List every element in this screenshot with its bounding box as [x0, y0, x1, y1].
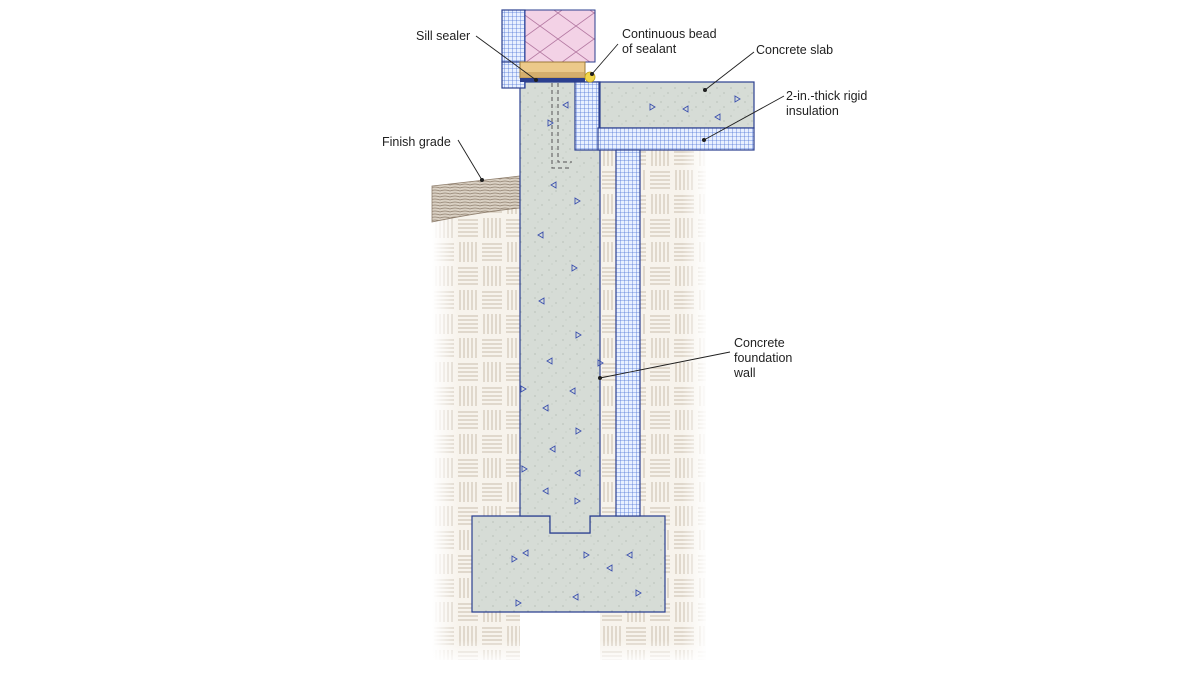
concrete-aggregate-marks	[511, 95, 741, 607]
aggregate-mark	[574, 469, 581, 477]
label-bead-line1: Continuous bead	[622, 27, 717, 41]
callout-rigid-insulation: 2-in.-thick rigid insulation	[702, 89, 867, 142]
aggregate-mark	[522, 549, 529, 557]
aggregate-mark	[734, 95, 741, 103]
callout-foundation-wall: Concrete foundation wall	[598, 336, 792, 380]
aggregate-mark	[562, 101, 569, 109]
label-concrete-slab: Concrete slab	[756, 43, 833, 57]
aggregate-mark	[550, 181, 557, 189]
label-insulation-line2: insulation	[786, 104, 839, 118]
aggregate-mark	[574, 197, 581, 205]
aggregate-mark	[682, 105, 689, 113]
aggregate-mark	[574, 497, 581, 505]
concrete-slab	[597, 81, 755, 129]
aggregate-mark	[575, 427, 582, 435]
callout-finish-grade: Finish grade	[382, 135, 484, 182]
aggregate-mark	[714, 113, 721, 121]
callout-continuous-bead: Continuous bead of sealant	[590, 27, 717, 76]
aggregate-mark	[572, 593, 579, 601]
label-wall-line3: wall	[733, 366, 756, 380]
aggregate-mark	[649, 103, 656, 111]
callout-concrete-slab: Concrete slab	[703, 43, 833, 92]
callout-sill-sealer: Sill sealer	[416, 29, 538, 82]
aggregate-mark	[635, 589, 642, 597]
aggregate-mark	[538, 297, 545, 305]
aggregate-mark	[542, 404, 549, 412]
label-sill-sealer: Sill sealer	[416, 29, 470, 43]
aggregate-mark	[606, 564, 613, 572]
aggregate-mark	[520, 385, 527, 393]
aggregate-mark	[542, 487, 549, 495]
aggregate-mark	[537, 231, 544, 239]
aggregate-mark	[569, 387, 576, 395]
concrete-foundation-wall	[519, 81, 601, 534]
label-finish-grade: Finish grade	[382, 135, 451, 149]
aggregate-mark	[583, 551, 590, 559]
aggregate-mark	[521, 465, 528, 473]
label-bead-line2: of sealant	[622, 42, 677, 56]
aggregate-mark	[511, 555, 518, 563]
label-wall-line2: foundation	[734, 351, 792, 365]
aggregate-mark	[575, 331, 582, 339]
aggregate-mark	[597, 359, 604, 367]
aggregate-mark	[515, 599, 522, 607]
rigid-insulation	[574, 81, 755, 517]
label-insulation-line1: 2-in.-thick rigid	[786, 89, 867, 103]
aggregate-mark	[626, 551, 633, 559]
aggregate-mark	[571, 264, 578, 272]
label-wall-line1: Concrete	[734, 336, 785, 350]
aggregate-mark	[547, 119, 554, 127]
aggregate-mark	[546, 357, 553, 365]
aggregate-mark	[549, 445, 556, 453]
wall-framing	[501, 9, 596, 89]
